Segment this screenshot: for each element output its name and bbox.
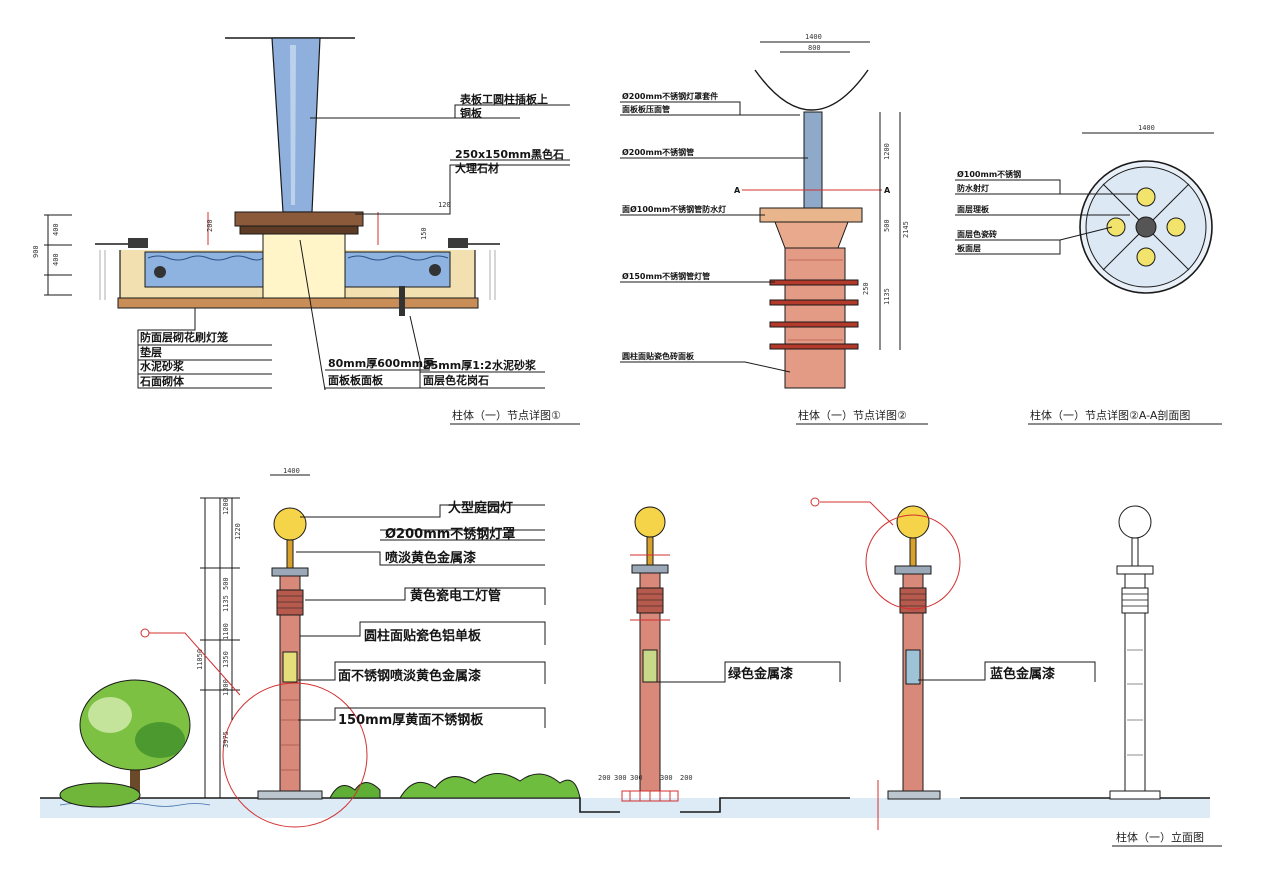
ring-4	[769, 343, 859, 350]
elevation-view: 200 300 300 300 200	[40, 467, 1222, 847]
globe-lamp-3	[896, 505, 930, 539]
pillar-1	[222, 474, 368, 828]
d1-label-11: 面层色花岗石	[423, 373, 489, 387]
el-label-3: 黄色瓷电工灯管	[410, 588, 501, 604]
el-dim-8: 3975	[222, 731, 230, 748]
ring-2	[769, 299, 859, 306]
d3-label-0: Ø100mm不锈钢	[957, 169, 1021, 179]
el-dim-0: 1400	[283, 467, 300, 475]
d1-label-2: 250x150mm黑色石	[455, 147, 564, 161]
el-dim-1: 1200	[222, 498, 230, 515]
brick-column	[784, 247, 846, 389]
pillar-3	[810, 497, 961, 830]
shrub-bed	[399, 773, 581, 799]
lamp-bowl	[754, 69, 869, 111]
d1-label-6: 水泥砂浆	[140, 359, 185, 373]
d2-label-4: Ø150mm不锈钢管灯管	[622, 271, 710, 281]
dim-a: 400	[52, 223, 60, 236]
d2-label-3: 面Ø100mm不锈钢管防水灯	[622, 204, 726, 214]
d1-label-5: 垫层	[140, 345, 162, 359]
base-dim-4: 200	[680, 774, 693, 782]
dim-b: 400	[52, 253, 60, 266]
d2-dim-2: 1200	[883, 143, 891, 160]
section-a-left: A	[734, 186, 741, 195]
d3-caption: 柱体（一）节点详图②A-A剖面图	[1030, 408, 1190, 422]
el-label-right: 蓝色金属漆	[990, 666, 1055, 682]
d2-label-1: 面板板压面管	[622, 104, 670, 114]
shrub-left	[329, 782, 381, 799]
d1-label-4: 防面层砌花刷灯笼	[140, 330, 228, 344]
el-dim-5: 1100	[222, 623, 230, 640]
d3-label-3: 面层色瓷砖	[957, 229, 997, 239]
el-dim-3: 500	[222, 577, 230, 590]
d1-label-9: 面板板面板	[328, 373, 384, 387]
steel-pole	[803, 111, 823, 209]
ring-1	[769, 279, 859, 286]
cap-plate	[234, 211, 364, 227]
base-dim-0: 200	[598, 774, 611, 782]
d2-dim-3: 500	[883, 219, 891, 232]
el-label-6: 150mm厚黄面不锈钢板	[338, 712, 484, 728]
d2-label-2: Ø200mm不锈钢管	[622, 147, 694, 157]
d2-label-0: Ø200mm不锈钢灯罩套件	[622, 91, 718, 101]
spotlight-bottom	[1136, 247, 1156, 267]
el-label-mid: 绿色金属漆	[728, 666, 793, 682]
d1-label-10: 25mm厚1:2水泥砂浆	[423, 358, 537, 372]
detail-1-section: 900 400 400 200 150 120 表板工圆柱插板上 铜板 250x…	[32, 37, 580, 425]
dim-c: 200	[206, 219, 214, 232]
glass-column	[271, 37, 321, 213]
d2-dim-5: 1135	[883, 288, 891, 305]
spotlight-right	[1166, 217, 1186, 237]
el-dim-9: 11050	[196, 649, 204, 670]
dim-e: 120	[438, 201, 451, 209]
d2-dim-1: 800	[808, 44, 821, 52]
d1-label-7: 石面砌体	[139, 374, 185, 388]
base-dim-3: 300	[660, 774, 673, 782]
ring-3	[769, 321, 859, 328]
base-dim-1: 300	[614, 774, 627, 782]
d1-caption: 柱体（一）节点详图①	[452, 408, 561, 422]
spotlight-top	[1136, 187, 1156, 207]
center-pipe	[1135, 216, 1157, 238]
el-dim-7: 1300	[222, 679, 230, 696]
el-label-4: 圆柱面贴瓷色铝单板	[364, 628, 482, 644]
d2-dim-6: 250	[862, 282, 870, 295]
d1-label-0: 表板工圆柱插板上	[459, 92, 548, 106]
dim-total: 900	[32, 245, 40, 258]
base-dim-2: 300	[630, 774, 643, 782]
dim-d: 150	[420, 227, 428, 240]
el-label-0: 大型庭园灯	[448, 500, 513, 516]
el-label-1: Ø200mm不锈钢灯罩	[385, 526, 515, 542]
d2-label-5: 圆柱面贴瓷色砖面板	[622, 351, 695, 361]
globe-lamp-4	[1118, 505, 1152, 539]
pillar-4	[1109, 505, 1161, 800]
column-cap	[759, 207, 863, 223]
d3-label-1: 防水射灯	[957, 183, 989, 193]
el-dim-6: 1350	[222, 651, 230, 668]
section-a-right: A	[884, 186, 891, 195]
d1-label-8: 80mm厚600mm厚	[328, 357, 434, 370]
d2-dim-0: 1400	[805, 33, 822, 41]
d3-label-4: 板面层	[957, 243, 981, 253]
d3-label-2: 面层理板	[957, 204, 990, 214]
tree	[59, 679, 191, 808]
d2-caption: 柱体（一）节点详图②	[798, 408, 907, 422]
detail-3-section: 1400 Ø100mm不锈钢 防水射灯 面层理板 面层色瓷砖 板面层 柱体（一）…	[955, 124, 1222, 425]
detail-2-section: 1400 800 A A 1200 500 2145 1135 250	[620, 33, 928, 425]
pillar-2: 200 300 300 300 200	[598, 506, 693, 802]
d2-dim-4: 2145	[902, 221, 910, 238]
d1-label-1: 铜板	[459, 106, 483, 120]
d1-label-3: 大理石材	[455, 161, 499, 175]
d3-dim-0: 1400	[1138, 124, 1155, 132]
el-dim-4: 1135	[222, 595, 230, 612]
globe-lamp-2	[634, 506, 666, 538]
globe-lamp-1	[273, 507, 307, 541]
el-dim-2: 1220	[234, 523, 242, 540]
el-label-5: 面不锈钢喷淡黄色金属漆	[338, 668, 481, 684]
el-caption: 柱体（一）立面图	[1116, 830, 1204, 844]
spotlight-left	[1106, 217, 1126, 237]
el-label-2: 喷淡黄色金属漆	[385, 550, 476, 566]
